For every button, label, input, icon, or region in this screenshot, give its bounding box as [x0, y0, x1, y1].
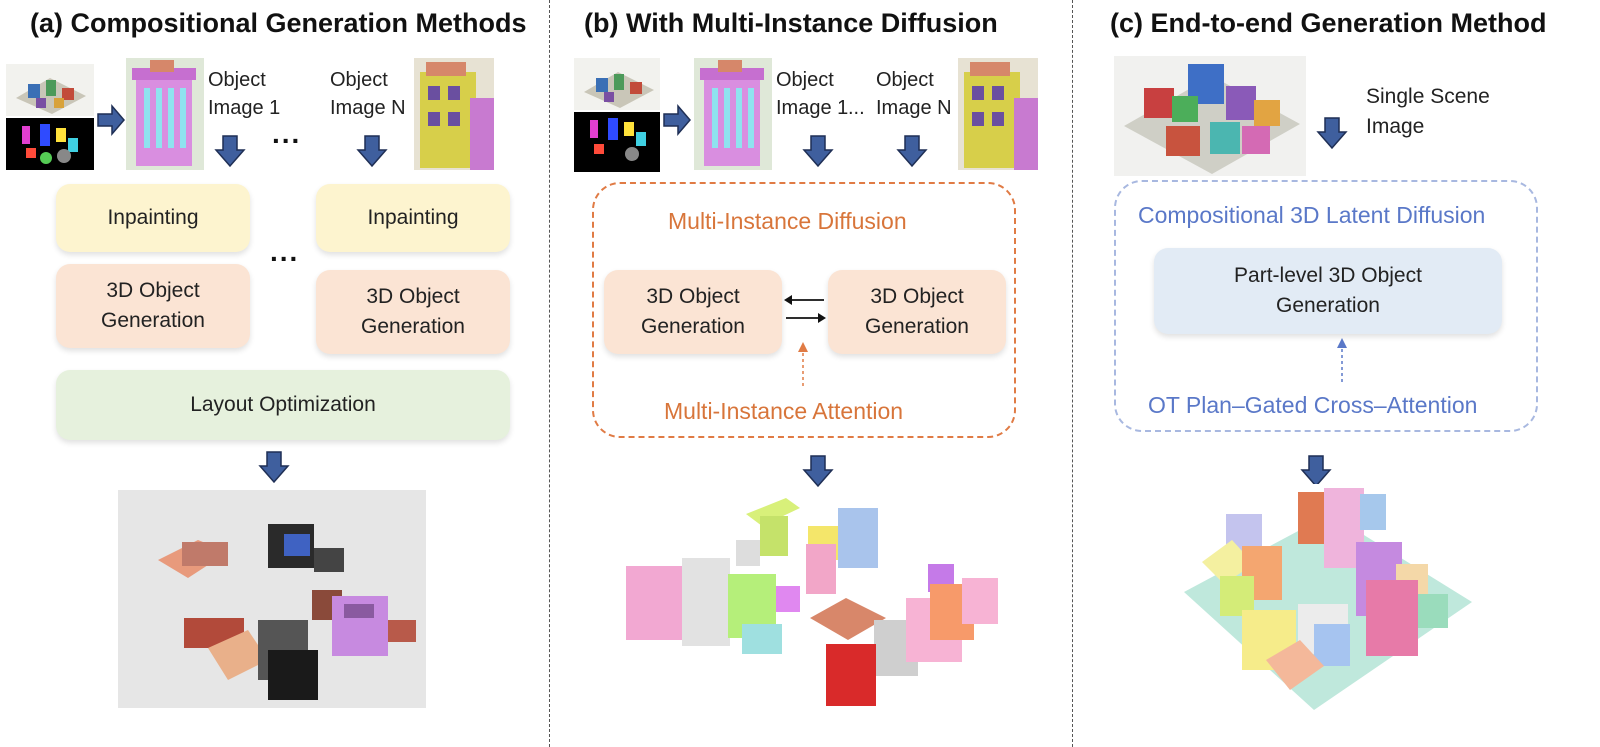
gen-line1: 3D Object	[366, 285, 460, 308]
single-scene-line2: Image	[1366, 115, 1425, 138]
gen-line1: 3D Object	[870, 285, 964, 308]
compositional-latent-diffusion-label: Compositional 3D Latent Diffusion	[1138, 202, 1486, 228]
part-level-3d-object-generation-box: Part-level 3D Object Generation	[1154, 248, 1502, 334]
down-arrow-icon	[1316, 117, 1348, 150]
object-image-n-line2: Image N	[330, 97, 406, 119]
layout-optimization-box: Layout Optimization	[56, 370, 510, 440]
gen-line2: Generation	[361, 315, 465, 338]
inpainting-box-n: Inpainting	[316, 184, 510, 252]
part-level-line2: Generation	[1276, 294, 1380, 317]
dashed-up-arrow-icon	[1337, 338, 1347, 382]
panel-c-title: (c) End-to-end Generation Method	[1110, 8, 1547, 38]
dashed-up-arrow-icon	[798, 342, 808, 386]
object-image-n-line2: Image N	[876, 97, 952, 119]
panel-divider-2	[1072, 0, 1073, 747]
ot-plan-cross-attention-label: OT Plan–Gated Cross–Attention	[1148, 392, 1478, 418]
gen-line2: Generation	[101, 309, 205, 332]
scene-thumbnail-a-graphic	[16, 78, 86, 114]
object-image-1-label-b: Object Image 1	[776, 66, 848, 122]
down-arrow-icon	[214, 135, 246, 168]
part-level-line1: Part-level 3D Object	[1234, 264, 1422, 287]
result-render-a	[118, 490, 426, 708]
single-scene-image-thumbnail	[1114, 56, 1306, 176]
scene-thumbnail-b	[574, 58, 660, 110]
3d-object-generation-box-right: 3D Object Generation	[828, 270, 1006, 354]
right-arrow-icon	[663, 103, 691, 137]
object-image-n-thumbnail-b	[958, 58, 1038, 170]
gen-line2: Generation	[641, 315, 745, 338]
single-scene-image-label: Single Scene Image	[1366, 82, 1490, 142]
ellipsis-top-b: ...	[848, 97, 865, 119]
3d-object-generation-box-left: 3D Object Generation	[604, 270, 782, 354]
down-arrow-icon	[802, 455, 834, 488]
object-image-1-thumbnail-b	[694, 58, 772, 170]
object-image-n-thumbnail-a	[414, 58, 494, 170]
ellipsis-middle-a: ...	[270, 236, 300, 267]
3d-object-generation-box-1: 3D Object Generation	[56, 264, 250, 348]
multi-instance-diffusion-container	[592, 182, 1016, 438]
scene-thumbnail-a	[6, 64, 94, 116]
object-image-1-line1: Object	[208, 69, 266, 91]
object-image-1-label-a: Object Image 1	[208, 66, 280, 122]
object-image-1-line2: Image 1	[776, 97, 849, 119]
bidirectional-arrows-icon	[784, 295, 826, 323]
down-arrow-icon	[356, 135, 388, 168]
single-scene-line1: Single Scene	[1366, 85, 1490, 108]
3d-object-generation-box-n: 3D Object Generation	[316, 270, 510, 354]
down-arrow-icon	[1300, 455, 1332, 488]
inpainting-box-1: Inpainting	[56, 184, 250, 252]
down-arrow-icon	[258, 451, 290, 484]
gen-line1: 3D Object	[106, 279, 200, 302]
multi-instance-diffusion-label: Multi-Instance Diffusion	[668, 208, 907, 234]
object-image-n-label-b: Object Image N	[876, 66, 952, 122]
object-image-n-label-a: Object Image N	[330, 66, 406, 122]
panel-a-title: (a) Compositional Generation Methods	[30, 8, 527, 38]
right-arrow-icon	[97, 103, 125, 137]
compositional-latent-diffusion-container	[1114, 180, 1538, 432]
ellipsis-top-a: ...	[272, 118, 302, 149]
down-arrow-icon	[802, 135, 834, 168]
mask-thumbnail-b	[574, 112, 660, 172]
multi-instance-attention-label: Multi-Instance Attention	[664, 398, 904, 424]
object-image-1-line2: Image 1	[208, 97, 281, 119]
result-render-c	[1180, 484, 1476, 728]
mask-thumbnail-a	[6, 118, 94, 170]
object-image-1-line1: Object	[776, 69, 834, 91]
object-image-n-line1: Object	[330, 69, 388, 91]
object-image-n-line1: Object	[876, 69, 934, 91]
gen-line2: Generation	[865, 315, 969, 338]
panel-divider-1	[549, 0, 550, 747]
object-image-1-thumbnail-a	[126, 58, 204, 170]
gen-line1: 3D Object	[646, 285, 740, 308]
down-arrow-icon	[896, 135, 928, 168]
result-render-b	[616, 494, 1018, 724]
panel-b-title: (b) With Multi-Instance Diffusion	[584, 8, 998, 38]
